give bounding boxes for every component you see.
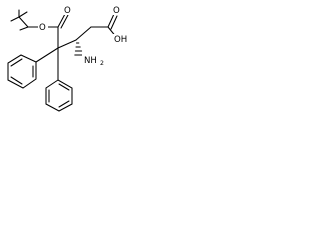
atom-labels: O O O OH NH 2 bbox=[38, 4, 133, 67]
tert-butyl-group bbox=[10, 9, 40, 31]
left-phenyl-ring bbox=[7, 54, 37, 89]
right-phenyl-outline bbox=[45, 79, 73, 112]
acid-hydroxyl-label: OH bbox=[114, 35, 127, 45]
carbonyl-upper-double-bond-2 bbox=[60, 14, 69, 29]
quaternary-to-stereocenter bbox=[57, 39, 77, 49]
left-phenyl-inner-bond-2 bbox=[10, 76, 23, 85]
amine-label: NH bbox=[84, 56, 97, 66]
right-phenyl-ring bbox=[45, 79, 73, 112]
tbutyl-bond-left bbox=[10, 16, 20, 22]
stereocenter-to-ch2 bbox=[75, 26, 92, 41]
left-phenyl-inner-bond-1 bbox=[10, 58, 23, 67]
tbutyl-bond-down bbox=[18, 16, 29, 28]
ester-carbonyl-oxygen-label: O bbox=[64, 6, 71, 16]
amine-subscript-label: 2 bbox=[100, 60, 104, 67]
right-phenyl-inner-bond-3 bbox=[58, 83, 70, 91]
ester-linkage bbox=[46, 13, 69, 49]
acid-carbonyl-oxygen-label: O bbox=[113, 6, 120, 16]
tbutyl-bond-down-left bbox=[19, 26, 29, 31]
ester-oxygen-label: O bbox=[39, 23, 46, 33]
left-phenyl-outline bbox=[7, 54, 37, 89]
acid-carbonyl-double-bond-2 bbox=[110, 15, 118, 30]
chemical-structure: O O O OH NH 2 bbox=[7, 4, 133, 112]
quaternary-to-left-phenyl bbox=[35, 47, 59, 63]
tbutyl-bond-top-right bbox=[18, 11, 28, 18]
right-phenyl-inner-bond-2 bbox=[58, 100, 70, 108]
acid-carbonyl-double-bond-1 bbox=[107, 13, 115, 28]
amine-hash-bond bbox=[74, 42, 84, 56]
carbonyl-upper-double-bond-1 bbox=[57, 13, 66, 28]
